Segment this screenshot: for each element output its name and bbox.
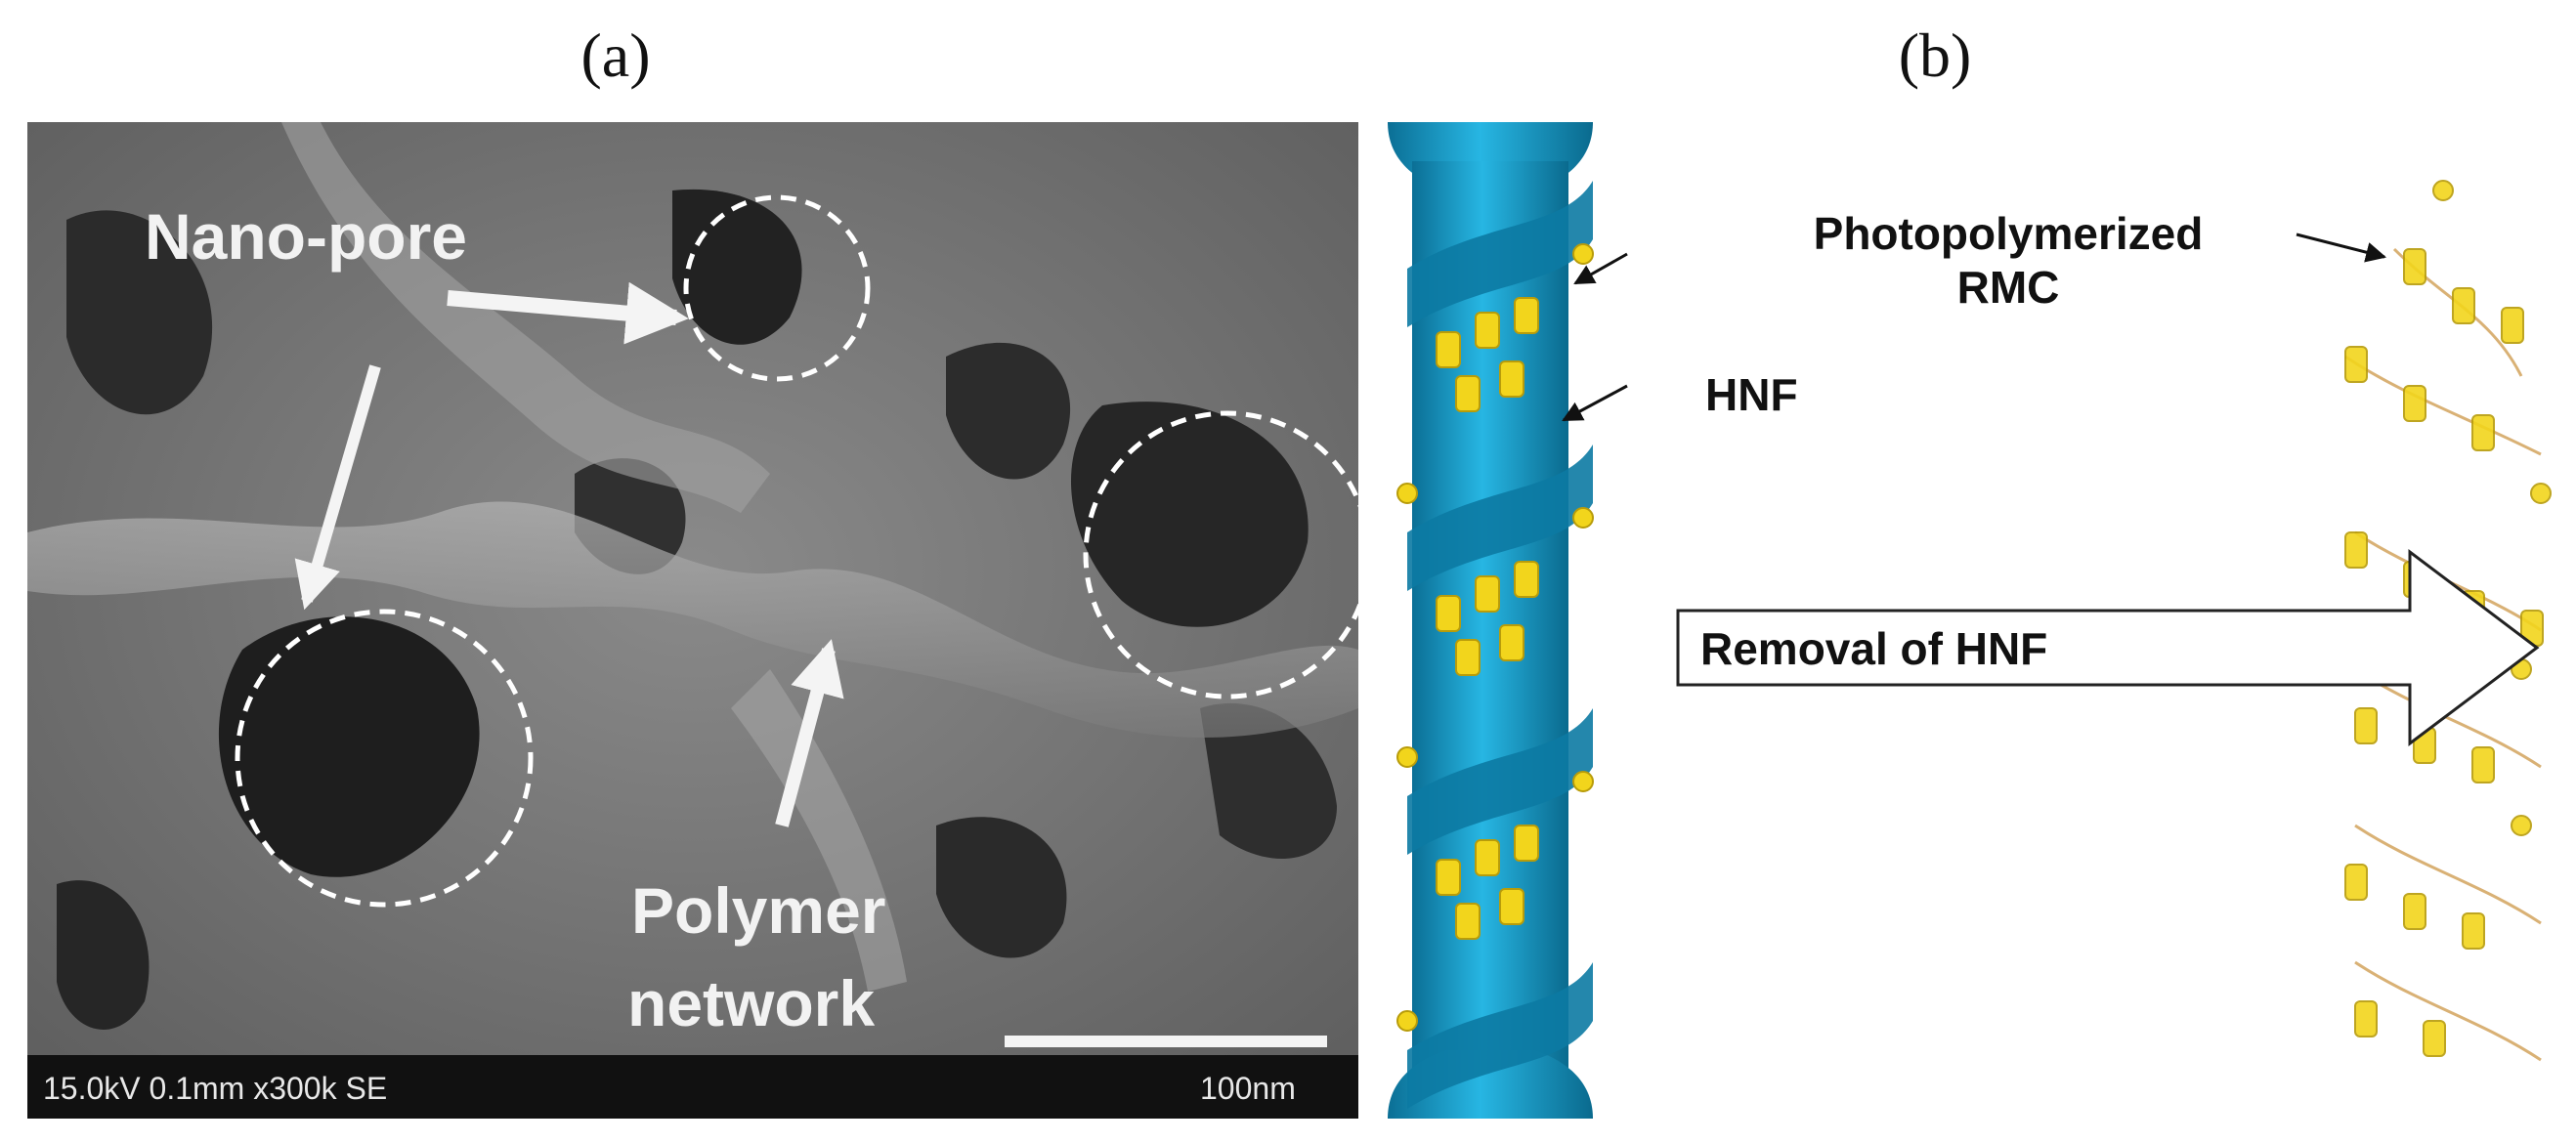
- sem-micrograph: Nano-pore Polymer network 15.0kV 0.1mm x…: [27, 122, 1358, 1119]
- polymer-ridge: [731, 669, 907, 992]
- nanopore-label: Nano-pore: [145, 200, 467, 273]
- arrow-to-rmc-helix: [1573, 252, 1628, 285]
- pore-region: [946, 342, 1071, 480]
- pore-region: [218, 616, 480, 877]
- arrow-to-pore-1: [447, 281, 689, 345]
- pore-region: [1070, 402, 1309, 627]
- pore-region: [1200, 702, 1337, 859]
- arrow-to-hnf: [1562, 384, 1628, 422]
- arrow-to-pore-2: [294, 364, 381, 611]
- sem-info-text: 15.0kV 0.1mm x300k SE: [43, 1071, 387, 1106]
- nanopore-circle: [1083, 410, 1358, 699]
- pore-region: [936, 817, 1067, 958]
- pore-region: [672, 189, 802, 345]
- rmc-label-line2: RMC: [1957, 262, 2060, 313]
- polymer-ridge: [281, 122, 770, 513]
- scale-bar: [1005, 1036, 1327, 1047]
- pore-region: [66, 210, 213, 415]
- sem-image: Nano-pore Polymer network 15.0kV 0.1mm x…: [27, 122, 1358, 1119]
- pore-region: [57, 880, 150, 1030]
- diagram-svg: Photopolymerized RMC HNF Removal of HNF: [1388, 122, 2552, 1119]
- nanopore-circle: [235, 609, 534, 908]
- hnf-label: HNF: [1705, 369, 1798, 420]
- helix-diagram: Photopolymerized RMC HNF Removal of HNF: [1368, 122, 2576, 1119]
- polymer-label-line2: network: [627, 967, 875, 1039]
- polymer-ridge: [27, 501, 1358, 738]
- panel-label-a: (a): [580, 21, 651, 90]
- rmc-blocks-on-helix: [1396, 243, 1594, 1032]
- rmc-label-line1: Photopolymerized: [1814, 208, 2204, 259]
- hnf-helix: [1388, 122, 1593, 1119]
- scale-bar-label: 100nm: [1200, 1071, 1296, 1106]
- arrow-to-polymer: [775, 639, 844, 827]
- polymer-label-line1: Polymer: [631, 874, 885, 947]
- panel-label-b: (b): [1898, 21, 1972, 90]
- sem-info-bar: [27, 1055, 1358, 1119]
- arrow-to-rmc-network: [2296, 233, 2387, 263]
- removal-arrow-label: Removal of HNF: [1700, 623, 2047, 674]
- removal-arrow: [1676, 548, 2540, 747]
